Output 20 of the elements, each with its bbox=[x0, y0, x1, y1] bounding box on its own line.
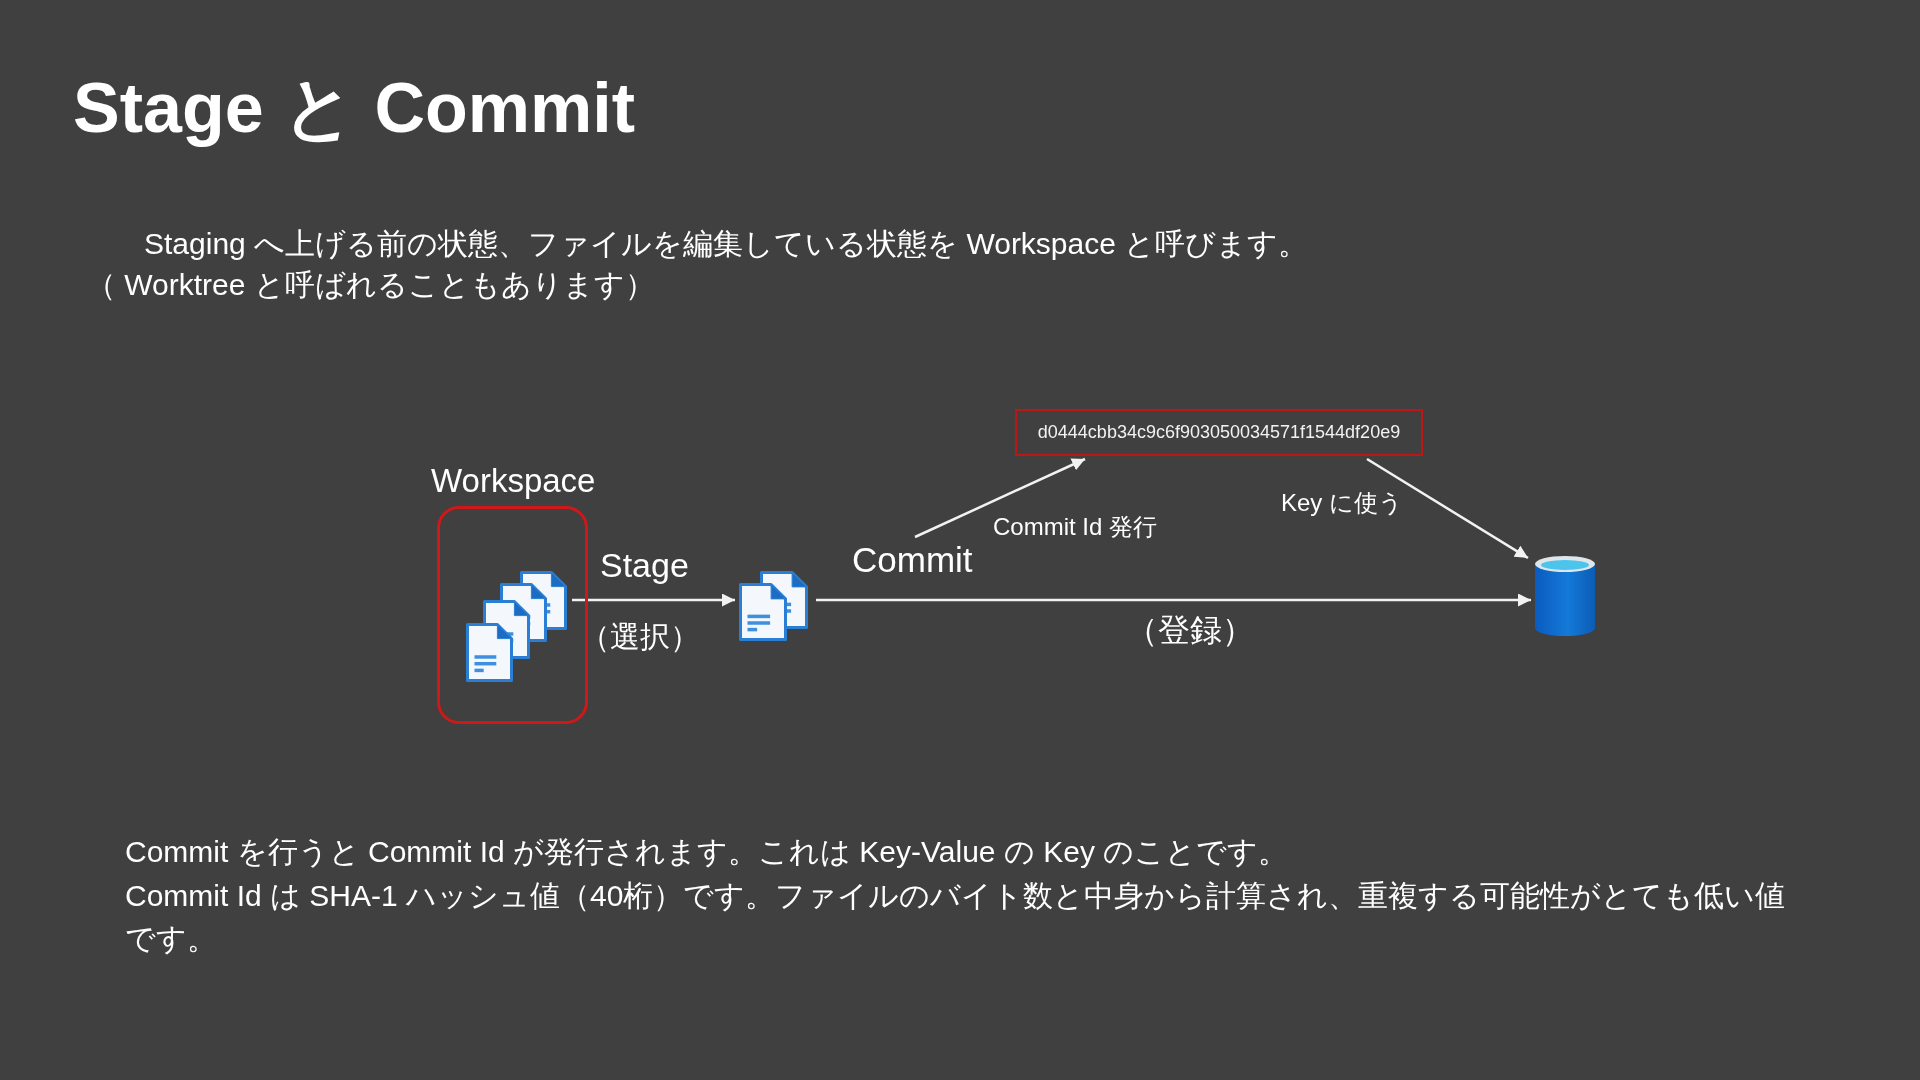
arrow bbox=[816, 593, 1531, 607]
slide-title: Stage と Commit bbox=[73, 68, 636, 149]
database-icon bbox=[1534, 555, 1596, 637]
arrow-caption: （登録） bbox=[1126, 610, 1254, 650]
arrow-caption: （選択） bbox=[580, 619, 700, 655]
edge-label: Key に使う bbox=[1280, 488, 1403, 518]
body-text: Commit を行うと Commit Id が発行されます。これは Key-Value の Key のことです。 bbox=[125, 834, 1289, 870]
body-text: Staging へ上げる前の状態、ファイルを編集している状態を Workspace と呼びます。 bbox=[144, 226, 1309, 262]
edge-label: Commit bbox=[852, 539, 973, 581]
body-text: Commit Id は SHA-1 ハッシュ値（40桁）です。ファイルのバイト数と中身から計算され、重複する可能性がとても低い値です。 bbox=[125, 878, 1787, 957]
document-stack-icon bbox=[466, 571, 567, 682]
arrow bbox=[914, 457, 1086, 539]
document-stack-icon bbox=[739, 571, 808, 641]
edge-label: Commit Id 発行 bbox=[993, 512, 1157, 542]
hash-box: d0444cbb34c9c6f903050034571f1544df20e9 bbox=[1015, 409, 1423, 456]
body-text: （ Worktree と呼ばれることもあります） bbox=[86, 267, 655, 303]
frame-title: Workspace bbox=[431, 461, 596, 501]
edge-label: Stage bbox=[600, 544, 689, 586]
arrow bbox=[1366, 457, 1529, 560]
arrow bbox=[572, 593, 735, 607]
